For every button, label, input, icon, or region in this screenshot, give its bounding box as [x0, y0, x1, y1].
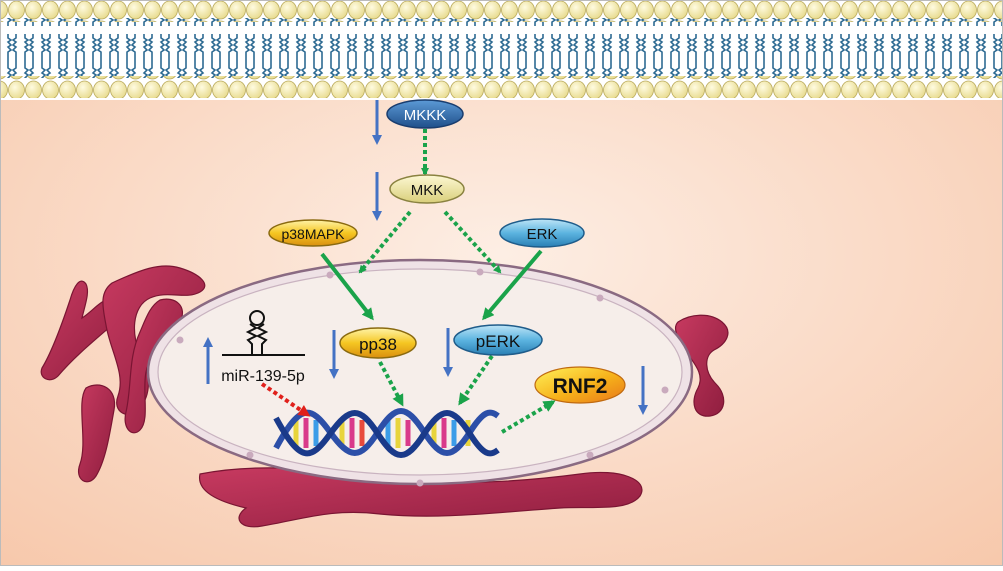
nuclear-pores — [176, 268, 669, 487]
label-mkk: MKK — [411, 182, 444, 199]
label-mirna: miR-139-5p — [221, 368, 305, 385]
arrow-mirna-to-dna — [260, 382, 311, 417]
arrow-perk-to-dna — [458, 354, 494, 406]
label-rnf2: RNF2 — [553, 375, 608, 398]
activation-arrows — [320, 129, 556, 434]
cell-membrane — [0, 0, 1003, 100]
er-segment-3 — [78, 384, 116, 483]
arrow-dna-to-rnf2 — [500, 400, 556, 434]
arrow-p38mapk-to-pp38 — [320, 252, 374, 321]
label-p38mapk: p38MAPK — [281, 226, 345, 242]
node-p38mapk: p38MAPK — [268, 219, 358, 247]
regulation-arrows — [203, 100, 648, 415]
dna-helix — [273, 408, 500, 458]
node-rnf2: RNF2 — [534, 366, 626, 404]
node-mkkk: MKKK — [386, 99, 464, 129]
arrow-mkk-to-pp38 — [358, 210, 412, 274]
label-pp38: pp38 — [359, 335, 397, 354]
node-pp38: pp38 — [339, 327, 417, 359]
node-erk: ERK — [499, 218, 585, 248]
node-mkk: MKK — [389, 174, 465, 204]
label-erk: ERK — [527, 226, 558, 243]
arrow-pp38-to-dna — [378, 361, 404, 407]
node-perk: pERK — [453, 324, 543, 356]
arrow-erk-to-perk — [482, 249, 543, 321]
mirna-hairpin-icon — [222, 310, 305, 356]
label-mkkk: MKKK — [404, 107, 447, 124]
label-perk: pERK — [476, 332, 521, 351]
